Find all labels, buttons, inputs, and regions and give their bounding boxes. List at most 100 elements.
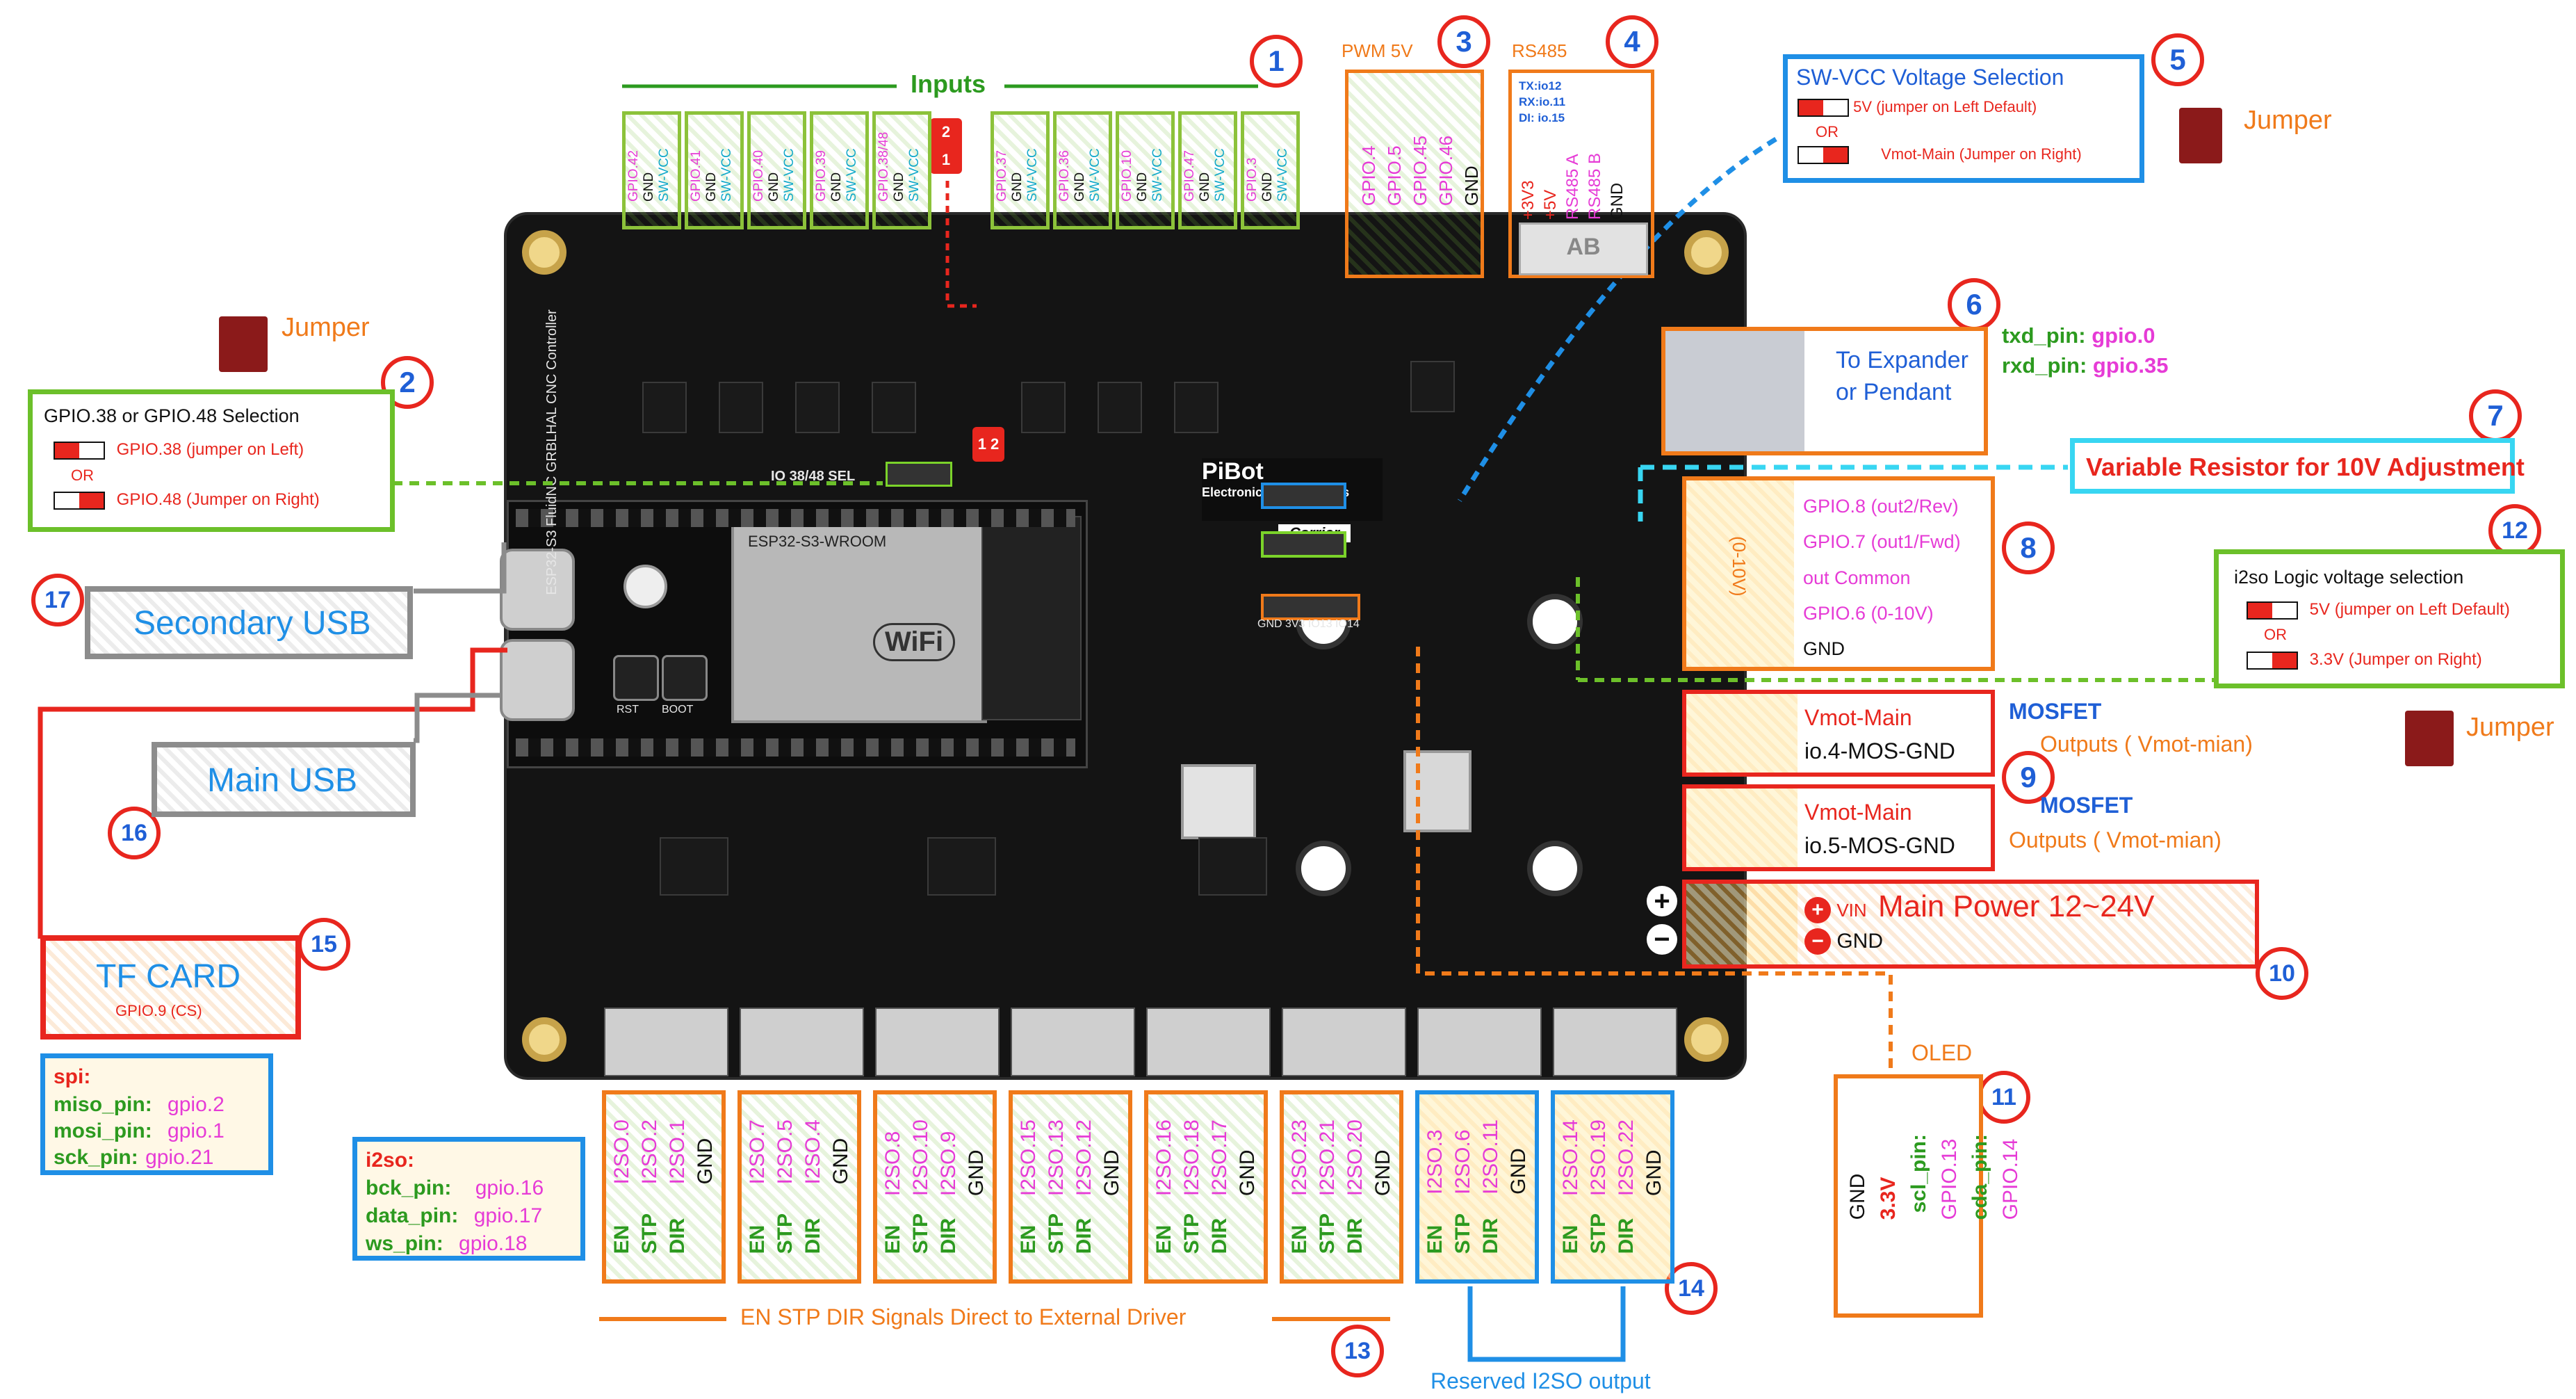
opto-chip [1098,382,1142,433]
driver-group-2 [737,1090,861,1284]
pwm-pin: GPIO.45 [1410,136,1430,207]
driver-4-pins: I2SO.15 I2SO.13 I2SO.12 GND [1017,1119,1124,1196]
input-labels-2: GPIO.41 GND SW-VCC [689,118,734,202]
input-labels-9: GPIO.47 GND SW-VCC [1182,118,1228,202]
rs485-notes: TX:io12 RX:io.11 DI: io.15 [1519,79,1565,127]
tf-card-box: TF CARD GPIO.9 (CS) [40,935,301,1040]
pwm-title: PWM 5V [1342,40,1413,61]
driver-pin: I2SO.4 [801,1119,824,1185]
signal-label: EN [1288,1224,1311,1254]
spindle-connector: (0-10V) [1686,480,1794,667]
i2so-value: gpio.18 [459,1232,528,1255]
driver-5-signals: EN STP DIR [1152,1213,1232,1254]
input-labels-8: GPIO.10 GND SW-VCC [1120,118,1165,202]
jumper-position-badge: 1 2 [972,427,1004,462]
oled-pin: GPIO.14 [1999,1138,2022,1220]
pin-label: SW-VCC [1150,148,1165,202]
pin-label: SW-VCC [844,148,859,202]
opto-chip [1410,361,1455,412]
input-group-4 [810,111,869,229]
signal-label: STP [1587,1213,1610,1254]
driver-pin: I2SO.23 [1288,1119,1311,1197]
mosfet-2-lines: Vmot-Main io.5-MOS-GND [1804,795,1955,862]
driver-pin: I2SO.8 [881,1131,904,1197]
driver-8-pins: I2SO.14 I2SO.19 I2SO.22 GND [1559,1119,1666,1196]
input-labels-7: GPIO.36 GND SW-VCC [1057,118,1102,202]
sw-vcc-selection-box: SW-VCC Voltage Selection 5V (jumper on L… [1783,54,2144,183]
usb-c-port-main[interactable] [500,639,575,721]
i2so-logic-opt1: 5V (jumper on Left Default) [2309,600,2510,619]
plus-icon: + [1804,897,1831,923]
pin-label: SW-VCC [656,148,671,202]
sw-vcc-opt2-row: Vmot-Main (Jumper on Right) [1798,145,2082,165]
module-antenna [981,516,1082,720]
spi-row: mosi_pin: gpio.1 [54,1119,225,1143]
spi-box: spi: miso_pin: gpio.2 mosi_pin: gpio.1 s… [40,1053,273,1175]
input-labels-6: GPIO.37 GND SW-VCC [995,118,1040,202]
spindle-line: GPIO.7 (out1/Fwd) [1803,531,1961,553]
jumper-label: Jumper [2466,713,2554,742]
power-gnd: GND [1836,930,1884,953]
pin-label: GND [1260,172,1275,202]
jumper-left-icon [2247,601,2298,620]
i2so-logic-title: i2so Logic voltage selection [2234,567,2464,588]
oled-header[interactable] [1261,594,1360,620]
marker-15: 15 [297,918,350,971]
opto-chip [795,382,840,433]
rs485-pin: +5V [1541,189,1560,220]
mosfet-1-line: io.4-MOS-GND [1804,738,1955,763]
input-group-6 [991,111,1050,229]
driver-pin: GND [1507,1148,1530,1195]
pin-label: SW-VCC [1025,148,1040,202]
pin-label: GPIO.40 [751,150,766,202]
spi-value: gpio.21 [145,1146,214,1169]
driver-5-pins: I2SO.16 I2SO.18 I2SO.17 GND [1152,1119,1260,1196]
driver-pin: I2SO.9 [937,1131,960,1197]
i2so-logic-opt2: 3.3V (Jumper on Right) [2309,650,2482,669]
input-group-3 [747,111,806,229]
mosfet-1-line: Vmot-Main [1804,705,1912,730]
pin-label: SW-VCC [1275,148,1290,202]
pin-label: GND [766,172,781,202]
variable-resistor-box: Variable Resistor for 10V Adjustment [2070,438,2525,494]
txd-row: txd_pin: gpio.0 [2002,323,2155,348]
boot-button[interactable] [662,655,708,701]
driver-pin: I2SO.3 [1424,1129,1446,1195]
io-sel-jumper[interactable] [886,462,952,487]
input-labels-5: GPIO.38/48 GND SW-VCC [877,118,922,202]
driver-connector [1011,1008,1135,1076]
i2so-key: bck_pin: [366,1176,452,1199]
input-group-5 [872,111,931,229]
esp32-devboard: ESP32-S3-WROOM WiFi RST BOOT [507,500,1088,768]
jumper-right-icon [2247,651,2298,670]
i2so-key: ws_pin: [366,1232,443,1255]
signal-label: STP [1316,1213,1339,1254]
mounting-hole [1684,230,1729,275]
rst-button[interactable] [613,655,659,701]
mosfet-2-line: Vmot-Main [1804,800,1912,825]
signal-label: DIR [937,1218,960,1254]
boot-label: BOOT [662,704,694,715]
driver-pin: I2SO.21 [1316,1119,1339,1197]
expander-text: To Expander or Pendant [1836,347,1968,405]
wifi-logo: WiFi [873,623,956,661]
minus-icon: − [1804,928,1831,955]
mounting-hole [522,1017,566,1062]
driver-group-7 [1415,1090,1539,1284]
pwm-pin: GPIO.46 [1435,136,1456,207]
gpio38-or: OR [71,467,94,484]
i2so-value: gpio.17 [473,1204,543,1227]
module-label: ESP32-S3-WROOM [748,533,887,550]
i2so-value: gpio.16 [475,1176,544,1199]
pin-label: GND [829,172,844,202]
driver-pin: I2SO.2 [638,1119,661,1185]
driver-pin: I2SO.5 [774,1119,797,1185]
input-labels-1: GPIO.42 GND SW-VCC [626,118,671,202]
input-group-10 [1241,111,1300,229]
sw-vcc-jumper-header[interactable] [1261,483,1346,509]
driver-connector [875,1008,1000,1076]
driver-pin: GND [965,1149,988,1197]
board-hole [1527,841,1583,896]
pin-label: SW-VCC [719,148,734,202]
i2so-logic-header[interactable] [1261,531,1346,558]
